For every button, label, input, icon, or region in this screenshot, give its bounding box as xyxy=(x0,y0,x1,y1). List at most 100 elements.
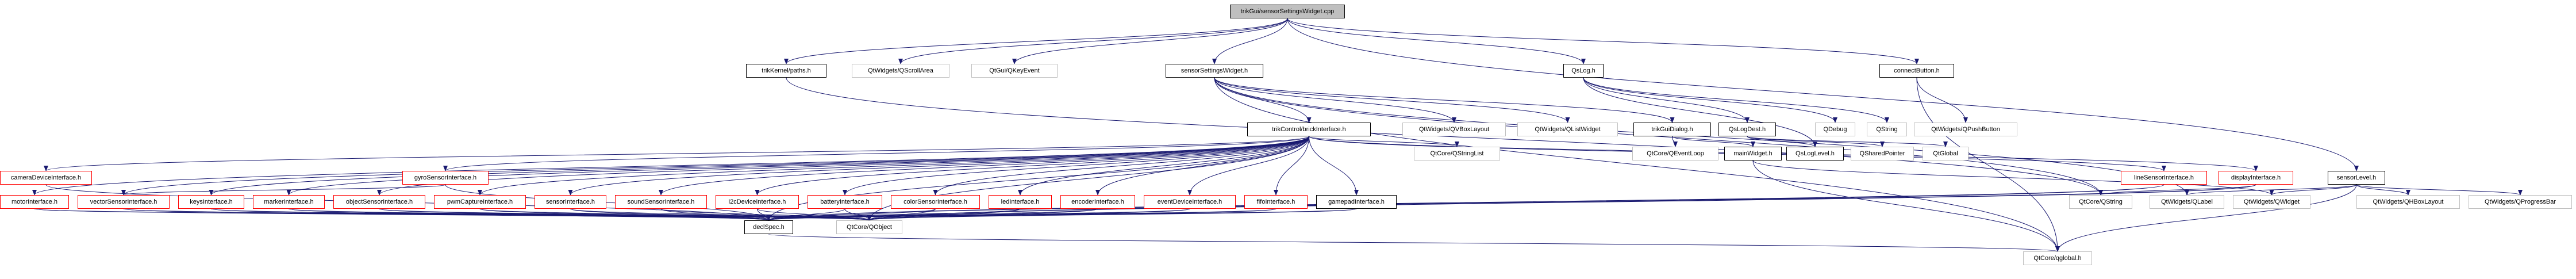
edge-brickInterface-to-sensorInterface xyxy=(568,136,1309,196)
node-motor-interface-h[interactable]: motorInterface.h xyxy=(0,195,69,209)
edge-trikKernelPaths-to-qstring xyxy=(786,77,2103,196)
edge-brickInterface-to-pwmCapture xyxy=(478,136,1309,196)
edge-root-to-connectButton xyxy=(1287,18,1919,64)
edge-displayInterface-to-qstring xyxy=(2098,184,2256,196)
edge-ssw-to-qlabel xyxy=(1214,77,2189,196)
node-qt-core-qstringlist: QtCore/QStringList xyxy=(1414,147,1500,160)
edge-qslog-to-qsLogLevel xyxy=(1583,77,1817,147)
edge-sensorLevel-to-qhbox xyxy=(2356,184,2410,196)
edge-ssw-to-qstring xyxy=(1214,77,2103,196)
edge-battery-to-declSpec xyxy=(766,208,845,221)
edge-brickInterface-to-keysInterface xyxy=(209,136,1309,196)
edge-colorSensor-to-declSpec xyxy=(766,208,936,221)
edge-soundSensor-to-qobject xyxy=(660,208,872,221)
node-vector-sensor-interface-h[interactable]: vectorSensorInterface.h xyxy=(78,195,170,209)
edge-root-to-sensorLevel xyxy=(1287,18,2359,171)
edge-brickInterface-to-colorSensor xyxy=(933,136,1309,196)
edge-brickInterface-to-markerInterface xyxy=(286,136,1309,196)
edge-qslog-to-qsLogDest xyxy=(1583,77,1750,123)
edge-brickInterface-to-cameraDevice xyxy=(44,136,1309,171)
node-brick-interface-h[interactable]: trikControl/brickInterface.h xyxy=(1247,123,1371,136)
node-root: trikGui/sensorSettingsWidget.cpp xyxy=(1230,5,1345,18)
node-gamepad-interface-h[interactable]: gamepadInterface.h xyxy=(1316,195,1397,209)
node-qt-widgets-qhboxlayout: QtWidgets/QHBoxLayout xyxy=(2356,195,2460,209)
edge-root-to-trikKernelPaths xyxy=(784,18,1288,64)
node-qslog-level-h[interactable]: QsLogLevel.h xyxy=(1786,147,1844,160)
edge-brickInterface-to-gamepad xyxy=(1309,136,1359,196)
edge-trikGuiDialog-to-mainWidget xyxy=(1672,136,1755,147)
edge-ssw-to-brickInterface xyxy=(1214,77,1312,123)
edge-root-to-ssw xyxy=(1212,18,1288,64)
edge-root-to-qscroll xyxy=(898,18,1288,64)
edge-root-to-qkeyevent xyxy=(1012,18,1288,64)
node-object-sensor-interface-h[interactable]: objectSensorInterface.h xyxy=(333,195,425,209)
edge-brickInterface-to-qstringlist xyxy=(1309,136,1459,147)
edge-declSpec-to-qglobal xyxy=(768,234,2059,252)
node-qt-widgets-qpushbutton: QtWidgets/QPushButton xyxy=(1914,123,2017,136)
edge-ssw-to-qvbox xyxy=(1214,77,1456,123)
node-display-interface-h[interactable]: displayInterface.h xyxy=(2219,171,2293,185)
node-sensor-interface-h[interactable]: sensorInterface.h xyxy=(535,195,606,209)
edge-sensorLevel-to-qglobal xyxy=(2055,184,2357,252)
edge-root-to-qslog xyxy=(1287,18,1586,64)
node-pwm-capture-interface-h[interactable]: pwmCaptureInterface.h xyxy=(434,195,526,209)
edge-ledInterface-to-declSpec xyxy=(766,208,1021,221)
edge-brickInterface-to-gyroSensor xyxy=(443,136,1309,171)
node-main-widget-h[interactable]: mainWidget.h xyxy=(1724,147,1782,160)
edge-brickInterface-to-declSpec xyxy=(766,136,1309,221)
edge-qsLogDest-to-qsLogLevel xyxy=(1747,136,1817,147)
node-qt-gui-qkeyevent: QtGui/QKeyEvent xyxy=(971,64,1058,78)
node-i2c-device-interface-h[interactable]: i2cDeviceInterface.h xyxy=(716,195,799,209)
node-trik-gui-dialog-h[interactable]: trikGuiDialog.h xyxy=(1633,123,1711,136)
node-qt-core-qobject: QtCore/QObject xyxy=(836,220,902,234)
node-qt-widgets-qwidget: QtWidgets/QWidget xyxy=(2233,195,2310,209)
node-qt-widgets-qprogressbar: QtWidgets/QProgressBar xyxy=(2469,195,2572,209)
node-qsharedpointer: QSharedPointer xyxy=(1851,147,1914,160)
edge-brickInterface-to-fifo xyxy=(1274,136,1309,196)
node-led-interface-h[interactable]: ledInterface.h xyxy=(989,195,1052,209)
node-qslog-dest-h[interactable]: QsLogDest.h xyxy=(1718,123,1776,136)
node-sensor-settings-widget-h[interactable]: sensorSettingsWidget.h xyxy=(1166,64,1263,78)
node-qt-core-qeventloop: QtCore/QEventLoop xyxy=(1632,147,1718,160)
node-encoder-interface-h[interactable]: encoderInterface.h xyxy=(1060,195,1135,209)
node-qstring-qslog: QString xyxy=(1867,123,1907,136)
node-qt-widgets-qvboxlayout: QtWidgets/QVBoxLayout xyxy=(1402,123,1506,136)
edge-mainWidget-to-qwidget xyxy=(1752,160,2274,196)
edge-i2cDevice-to-qobject xyxy=(757,208,872,221)
node-qslog-h[interactable]: QsLog.h xyxy=(1563,64,1604,78)
node-qtglobal: QtGlobal xyxy=(1923,147,1968,160)
node-decl-spec-h[interactable]: declSpec.h xyxy=(744,220,793,234)
edge-sensorLevel-to-qlabel xyxy=(2185,184,2357,196)
edge-sensorLevel-to-qprogress xyxy=(2356,184,2523,196)
edge-mainWidget-to-qglobal xyxy=(1752,160,2060,252)
node-qt-widgets-qscrollarea: QtWidgets/QScrollArea xyxy=(852,64,949,78)
node-sensor-level-h[interactable]: sensorLevel.h xyxy=(2328,171,2385,185)
node-marker-interface-h[interactable]: markerInterface.h xyxy=(253,195,325,209)
edge-pwmCapture-to-declSpec xyxy=(479,208,771,221)
node-fifo-interface-h[interactable]: fifoInterface.h xyxy=(1244,195,1308,209)
edge-displayInterface-to-declSpec xyxy=(767,184,2256,221)
node-battery-interface-h[interactable]: batteryInterface.h xyxy=(808,195,882,209)
edge-ssw-to-trikGuiDialog xyxy=(1214,77,1675,123)
edge-ssw-to-qglobal xyxy=(1214,77,2060,252)
node-event-device-interface-h[interactable]: eventDeviceInterface.h xyxy=(1144,195,1236,209)
node-qt-core-qglobal-h: QtCore/qglobal.h xyxy=(2023,251,2092,265)
edge-qsLogDest-to-qglobalqs xyxy=(1747,136,1948,147)
node-gyro-sensor-interface-h[interactable]: gyroSensorInterface.h xyxy=(402,171,489,185)
edge-gyroSensor-to-vectorSensor xyxy=(121,184,446,196)
node-connect-button-h[interactable]: connectButton.h xyxy=(1879,64,1954,78)
node-keys-interface-h[interactable]: keysInterface.h xyxy=(178,195,244,209)
edge-qslog-to-qstringqs xyxy=(1583,77,1889,123)
edge-qslog-to-qdebug xyxy=(1583,77,1837,123)
node-color-sensor-interface-h[interactable]: colorSensorInterface.h xyxy=(891,195,980,209)
node-line-sensor-interface-h[interactable]: lineSensorInterface.h xyxy=(2121,171,2207,185)
edge-soundSensor-to-declSpec xyxy=(660,208,771,221)
edge-brickInterface-to-ledInterface xyxy=(1018,136,1309,196)
node-qdebug: QDebug xyxy=(1815,123,1855,136)
node-camera-device-interface-h[interactable]: cameraDeviceInterface.h xyxy=(0,171,92,185)
node-trik-kernel-paths[interactable]: trikKernel/paths.h xyxy=(746,64,826,78)
edge-gamepad-to-qobject xyxy=(867,208,1357,221)
edge-connectButton-to-qglobal xyxy=(1916,77,2060,252)
node-sound-sensor-interface-h[interactable]: soundSensorInterface.h xyxy=(615,195,707,209)
